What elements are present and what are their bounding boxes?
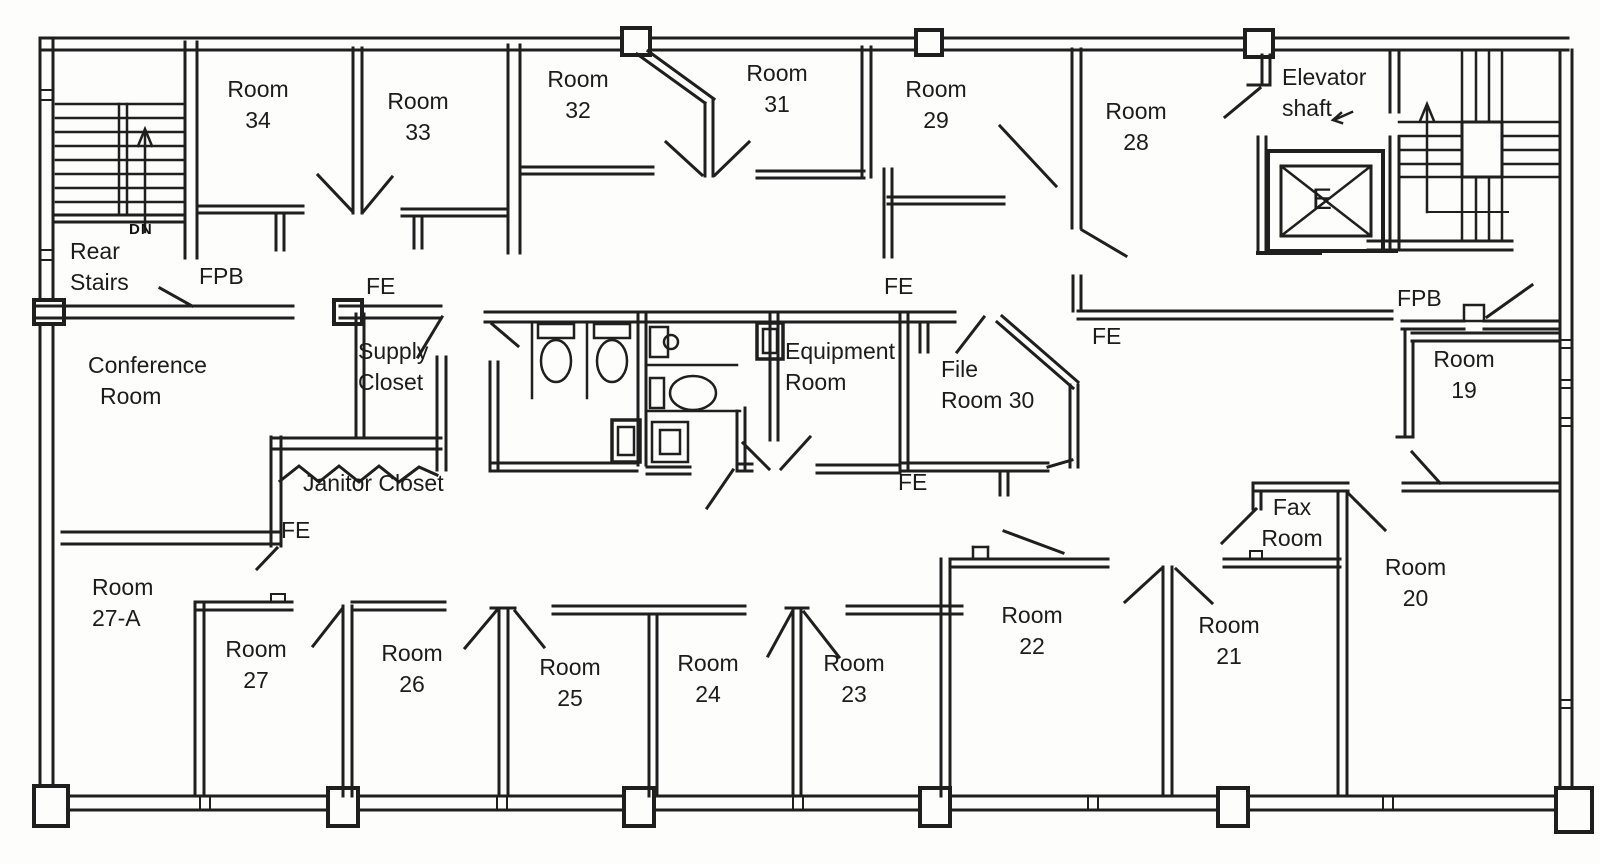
fixture-box-icon xyxy=(616,425,636,457)
fpb-marker: FPB xyxy=(1397,285,1442,311)
rear-stairs-drawing xyxy=(54,40,199,260)
center-block-walls xyxy=(483,310,1081,511)
toilet-bowl-icon xyxy=(668,374,718,412)
toilet-bowl-icon xyxy=(595,338,629,384)
toilet-tank-icon xyxy=(592,322,632,340)
janitor-accordion-door xyxy=(277,464,439,484)
urinal-icon xyxy=(648,325,670,359)
fe-marker: FE xyxy=(366,273,396,299)
down-arrow-icon xyxy=(136,125,154,234)
conference-area-walls xyxy=(34,285,448,572)
shaft-pointer-icon xyxy=(1330,110,1354,125)
mop-sink-icon xyxy=(650,420,690,464)
fpb-marker: FPB xyxy=(199,263,244,289)
right-stairs-drawing xyxy=(1366,48,1562,252)
outer-walls xyxy=(38,36,1592,812)
door-swings xyxy=(310,123,1215,660)
bottom-row-walls xyxy=(193,593,952,798)
elevator-car-letter: E xyxy=(1312,183,1333,216)
toilet-tank-icon xyxy=(648,376,666,410)
room19-walls xyxy=(1395,282,1562,493)
fe-marker: FE xyxy=(884,273,914,299)
urinal-icon xyxy=(662,333,680,351)
top-row-walls xyxy=(196,43,1394,321)
fe-marker: FE xyxy=(898,469,928,495)
fixture-box-icon xyxy=(755,321,785,361)
fe-marker: FE xyxy=(1092,323,1122,349)
fixture-box-icon xyxy=(610,418,642,464)
restroom-fixtures xyxy=(530,320,785,464)
mop-sink-icon xyxy=(658,428,682,456)
toilet-bowl-icon xyxy=(539,338,573,384)
up-arrow-icon xyxy=(1418,100,1436,214)
fixture-box-icon xyxy=(761,327,779,355)
label-down: DN xyxy=(129,221,153,238)
fe-marker: FE xyxy=(281,517,311,543)
wall-columns xyxy=(32,26,1594,834)
toilet-tank-icon xyxy=(536,322,576,340)
bottom-right-walls xyxy=(926,481,1388,798)
label-janitor-closet: Janitor Closet xyxy=(303,470,444,496)
